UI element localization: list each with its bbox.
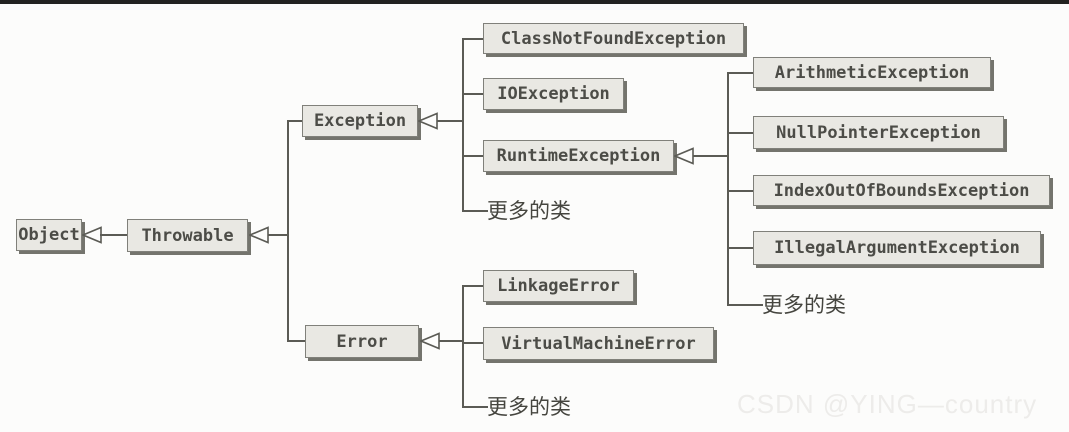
connector-stub-runtime <box>462 155 484 157</box>
connector-stub-indexoutofbounds <box>727 190 754 192</box>
connector-stub-illegalargument <box>727 247 754 249</box>
node-illegalargumentexception: IllegalArgumentException <box>753 231 1041 265</box>
node-ioexception: IOException <box>483 78 624 110</box>
csdn-watermark: CSDN @YING—country <box>737 389 1038 419</box>
node-nullpointerexception: NullPointerException <box>753 116 1004 149</box>
connector-stub-error <box>287 340 306 342</box>
extends-arrow-icon-runtime <box>674 147 694 165</box>
connector-stub-virtualmachine <box>462 342 484 344</box>
connector-stub-exception <box>287 120 303 122</box>
label-more-classes-exception: 更多的类 <box>487 199 571 223</box>
connector-runtime-children-vertical <box>727 72 729 306</box>
connector-stub-arithmetic <box>727 72 754 74</box>
extends-arrow-icon-object <box>82 226 102 244</box>
label-more-classes-error: 更多的类 <box>487 395 571 419</box>
connector-stub-ioexception <box>462 93 484 95</box>
node-linkageerror: LinkageError <box>483 270 634 302</box>
extends-arrow-icon-exception <box>418 112 438 130</box>
connector-exception-children-vertical <box>462 38 464 212</box>
label-more-classes-runtime: 更多的类 <box>762 293 846 317</box>
top-border-rule <box>0 0 1069 4</box>
connector-exception-branch <box>437 120 463 122</box>
node-throwable: Throwable <box>127 219 248 252</box>
connector-throwable-trunk <box>268 234 289 236</box>
node-exception: Exception <box>302 105 418 137</box>
connector-error-children-vertical <box>462 285 464 408</box>
node-virtualmachineerror: VirtualMachineError <box>483 327 714 360</box>
node-object: Object <box>16 219 82 251</box>
connector-object-throwable <box>100 234 127 236</box>
extends-arrow-icon-error <box>420 332 440 350</box>
node-runtimeexception: RuntimeException <box>483 140 674 172</box>
connector-error-branch <box>439 340 463 342</box>
extends-arrow-icon-throwable <box>249 226 269 244</box>
connector-stub-classnotfound <box>462 38 484 40</box>
node-classnotfoundexception: ClassNotFoundException <box>483 23 744 54</box>
connector-trunk-vertical <box>287 120 289 342</box>
connector-stub-more-error <box>462 406 488 408</box>
connector-runtime-branch <box>693 155 728 157</box>
node-arithmeticexception: ArithmeticException <box>753 57 991 88</box>
node-error: Error <box>305 325 419 358</box>
connector-stub-more-runtime <box>727 304 763 306</box>
node-indexoutofboundsexception: IndexOutOfBoundsException <box>753 175 1050 206</box>
connector-stub-more-exception <box>462 210 488 212</box>
connector-stub-nullpointer <box>727 132 754 134</box>
connector-stub-linkage <box>462 285 484 287</box>
